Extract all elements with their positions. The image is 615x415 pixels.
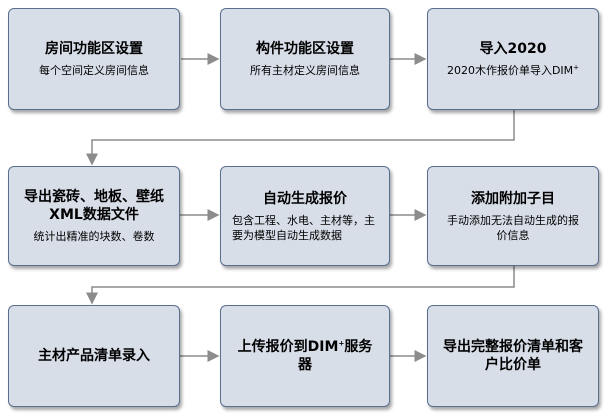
step-title: 房间功能区设置 xyxy=(45,41,143,57)
step-component-function-setup: 构件功能区设置 所有主材定义房间信息 xyxy=(220,8,390,110)
step-auto-generate-quote: 自动生成报价 包含工程、水电、主材等，主要为模型自动生成数据 xyxy=(220,166,390,266)
step-main-material-entry: 主材产品清单录入 xyxy=(8,305,180,407)
step-desc: 包含工程、水电、主材等，主要为模型自动生成数据 xyxy=(232,213,375,242)
step-title: 导出瓷砖、地板、壁纸XML数据文件 xyxy=(24,189,164,223)
step-desc: 2020木作报价单导入DIM+ xyxy=(446,63,580,77)
step-desc: 每个空间定义房间信息 xyxy=(39,64,149,77)
arrow-6-7 xyxy=(86,266,515,305)
step-title: 上传报价到DIM+服务器 xyxy=(237,339,373,373)
step-title: 导出完整报价清单和客户比价单 xyxy=(443,339,583,373)
step-room-function-setup: 房间功能区设置 每个空间定义房间信息 xyxy=(8,8,180,110)
step-add-sub-items: 添加附加子目 手动添加无法自动生成的报价信息 xyxy=(427,166,599,266)
step-export-xml: 导出瓷砖、地板、壁纸XML数据文件 统计出精准的块数、卷数 xyxy=(8,166,180,266)
step-import-2020: 导入2020 2020木作报价单导入DIM+ xyxy=(427,8,599,110)
step-title: 自动生成报价 xyxy=(263,190,347,207)
arrow-3-4 xyxy=(86,110,515,166)
step-title: 主材产品清单录入 xyxy=(38,348,150,364)
step-title: 添加附加子目 xyxy=(471,190,555,207)
step-title: 构件功能区设置 xyxy=(256,41,354,57)
step-desc: 所有主材定义房间信息 xyxy=(250,64,360,77)
step-export-full-quote: 导出完整报价清单和客户比价单 xyxy=(427,305,599,407)
step-desc: 手动添加无法自动生成的报价信息 xyxy=(447,213,579,242)
step-title: 导入2020 xyxy=(479,41,547,57)
step-desc: 统计出精准的块数、卷数 xyxy=(33,230,155,243)
step-upload-quote: 上传报价到DIM+服务器 xyxy=(220,305,390,407)
